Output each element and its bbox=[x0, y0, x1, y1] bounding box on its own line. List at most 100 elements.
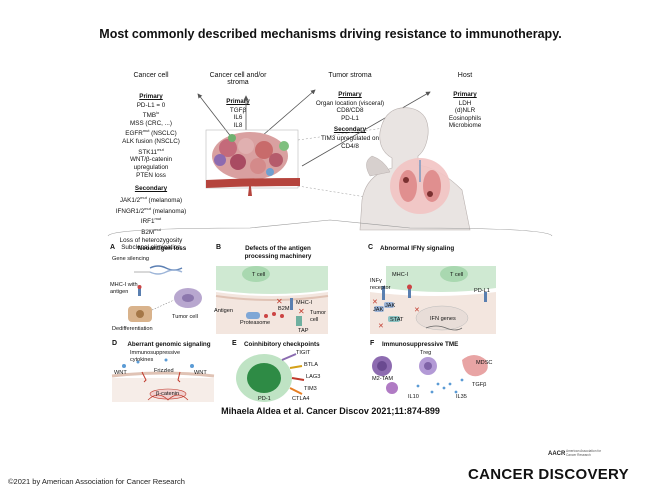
list-item: TGFβ bbox=[229, 106, 247, 114]
svg-text:✕: ✕ bbox=[414, 307, 420, 314]
panel-label: TAP bbox=[298, 328, 309, 334]
list-item: IFNGR1/2mut (melanoma) bbox=[115, 205, 187, 215]
panel-title: Defects of the antigen processing machin… bbox=[244, 245, 312, 260]
figure-title: Most commonly described mechanisms drivi… bbox=[99, 27, 562, 41]
list-item: PD-L1 = 0 bbox=[136, 101, 166, 109]
list-item: ALK fusion (NSCLC) bbox=[122, 138, 180, 146]
panel-neoantigen-loss: A Neoantigen loss Gene silencing MHC-I w… bbox=[108, 242, 208, 338]
column-heading: Cancer cell and/or stroma bbox=[209, 72, 267, 86]
svg-text:✕: ✕ bbox=[298, 307, 305, 316]
column-heading: Tumor stroma bbox=[328, 72, 372, 79]
panel-label: MDSC bbox=[476, 360, 493, 366]
panel-f-illustration bbox=[372, 355, 488, 394]
blood-vessel bbox=[248, 178, 252, 196]
human-figure bbox=[359, 107, 471, 231]
panel-label: JAK bbox=[385, 303, 396, 309]
panel-label: M2-TAM bbox=[372, 376, 394, 382]
panel-label: MHC-I bbox=[392, 272, 409, 278]
panel-label: Tumor cell bbox=[310, 310, 326, 323]
panel-label: TIGIT bbox=[296, 350, 311, 356]
panel-label: Frizzled bbox=[154, 368, 174, 374]
arrow-cancer-cell bbox=[197, 93, 233, 139]
panel-label: TGFβ bbox=[472, 382, 487, 388]
list-item: PTEN loss bbox=[136, 171, 166, 179]
list-item: IL8 bbox=[233, 121, 243, 129]
primary-list: Primary TGFβ IL6 IL8 bbox=[198, 98, 278, 129]
panel-label: PD-L1 bbox=[474, 288, 490, 294]
panel-letter: B bbox=[216, 244, 222, 251]
list-item: Loss of heterozygosity bbox=[119, 236, 183, 244]
tumor-inset-frame bbox=[205, 129, 299, 189]
primary-list: Primary PD-L1 = 0 TMBlo MSS (CRC, ...) E… bbox=[110, 93, 192, 179]
panel-label: WNT bbox=[194, 370, 207, 376]
list-item: EGFRmut (NSCLC) bbox=[125, 128, 177, 138]
panel-label: T cell bbox=[252, 272, 266, 278]
primary-list: Primary LDH (d)NLR Eosinophils Microbiom… bbox=[430, 91, 500, 130]
copyright: ©2021 by American Association for Cancer… bbox=[8, 477, 185, 486]
panel-label: B2M bbox=[278, 306, 290, 312]
primary-label: Primary bbox=[338, 91, 362, 98]
panel-title: Abnormal IFNγ signaling bbox=[380, 245, 455, 252]
list-item: Organ location (visceral) bbox=[315, 99, 385, 107]
panel-title: Immunosuppressive TME bbox=[382, 341, 459, 348]
panel-antigen-processing: B Defects of the antigen processing mach… bbox=[212, 242, 332, 338]
panel-a-illustration bbox=[128, 265, 202, 322]
citation: Mihaela Aldea et al. Cancer Discov 2021;… bbox=[221, 406, 440, 416]
list-item: JAK1/2mut (melanoma) bbox=[119, 194, 183, 204]
panel-label: STAT bbox=[390, 317, 404, 323]
aacr-logo-subtitle: American Association for Cancer Research bbox=[566, 449, 602, 457]
svg-text:✕: ✕ bbox=[378, 323, 384, 330]
svg-text:✕: ✕ bbox=[276, 297, 283, 306]
panel-immunosuppressive-tme: F Immunosuppressive TME Treg MDSC M2-TAM… bbox=[368, 340, 502, 402]
list-item: TMBlo bbox=[142, 110, 160, 120]
column-heading: Cancer cell bbox=[133, 72, 169, 79]
list-item: (d)NLR bbox=[454, 107, 476, 115]
column-host: Host Primary LDH (d)NLR Eosinophils Micr… bbox=[430, 72, 500, 130]
panel-c-illustration: ✕ ✕ ✕ bbox=[370, 266, 496, 334]
list-item: Eosinophils bbox=[448, 114, 482, 122]
list-item: IRF1mut bbox=[140, 216, 162, 226]
panel-label: LAG3 bbox=[306, 374, 321, 380]
tumor-cluster bbox=[212, 132, 289, 180]
aacr-logo: AACR bbox=[548, 451, 566, 457]
panel-label: WNT bbox=[114, 370, 127, 376]
panel-genomic-signaling: D Aberrant genomic signaling Immunosuppr… bbox=[108, 340, 218, 402]
column-heading: Host bbox=[457, 72, 473, 79]
list-item: CD8/CD8 bbox=[336, 107, 364, 115]
panel-d-illustration bbox=[111, 358, 215, 402]
list-item: WNT/β-catenin bbox=[129, 156, 173, 164]
panel-title: Neoantigen loss bbox=[137, 245, 187, 252]
panel-label: JAK bbox=[373, 307, 384, 313]
panel-letter: F bbox=[370, 340, 375, 347]
column-cancer-cell-stroma: Cancer cell and/or stroma Primary TGFβ I… bbox=[198, 72, 278, 129]
panel-label: IFN genes bbox=[430, 316, 456, 322]
panel-label: Dedifferentiation bbox=[112, 326, 153, 332]
panel-label: TIM3 bbox=[304, 386, 317, 392]
panel-label: BTLA bbox=[304, 362, 318, 368]
panel-label: Treg bbox=[420, 350, 432, 356]
panel-letter: A bbox=[110, 244, 116, 251]
journal-brand: CANCER DISCOVERY bbox=[468, 466, 629, 483]
secondary-label: Secondary bbox=[333, 126, 367, 134]
panel-label: Gene silencing bbox=[112, 256, 150, 262]
list-item: Microbiome bbox=[448, 122, 482, 130]
primary-label: Primary bbox=[226, 98, 250, 105]
blood-vessel bbox=[206, 178, 300, 188]
panel-label: T cell bbox=[450, 272, 464, 278]
arrow-tumor-stroma bbox=[261, 89, 316, 137]
list-item: PD-L1 bbox=[341, 114, 359, 122]
secondary-label: Secondary bbox=[134, 185, 168, 193]
primary-list: Primary Organ location (visceral) CD8/CD… bbox=[300, 91, 400, 122]
panel-label: Proteasome bbox=[240, 320, 271, 326]
panels-brace bbox=[107, 219, 553, 237]
panel-label: Immunosuppressive cytokines bbox=[130, 350, 181, 363]
list-item: LDH bbox=[458, 99, 472, 107]
panel-label: PD-1 bbox=[258, 396, 271, 402]
panel-letter: C bbox=[368, 244, 374, 251]
panel-label: IL35 bbox=[456, 394, 467, 400]
primary-label: Primary bbox=[453, 91, 477, 98]
panel-label: Antigen bbox=[214, 308, 233, 314]
list-item: Subclonal elimination bbox=[121, 244, 181, 252]
connector-line bbox=[297, 127, 385, 141]
